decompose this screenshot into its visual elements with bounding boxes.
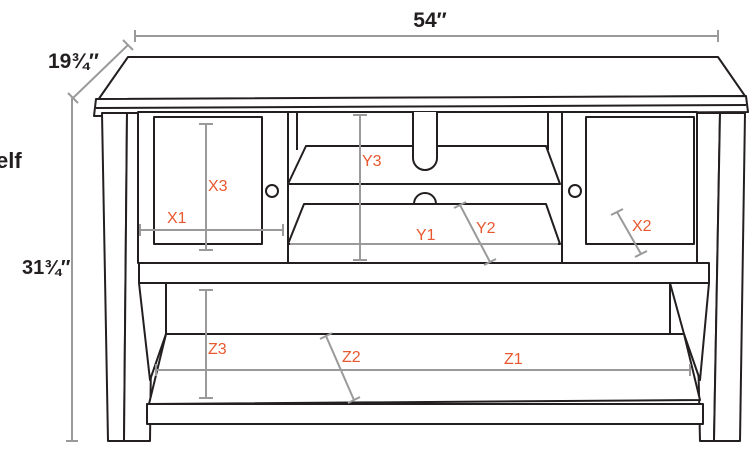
cable-port-upper [412, 112, 438, 171]
middle-rail [138, 262, 710, 284]
z2-tick-top [319, 332, 333, 340]
x3-label: X3 [208, 178, 228, 195]
measurement-lines [139, 114, 691, 404]
depth-dimension-line [72, 44, 129, 99]
y3-label: Y3 [362, 153, 382, 170]
left-leg-front [101, 112, 128, 442]
depth-label: 19¾″ [48, 50, 99, 73]
x1-label: X1 [167, 210, 187, 227]
y2-tick-bottom [483, 258, 497, 266]
y1-label: Y1 [416, 227, 436, 244]
y2-label: Y2 [476, 220, 496, 237]
y2-line [459, 204, 491, 263]
z2-label: Z2 [342, 349, 361, 366]
tabletop-edge-lower [95, 104, 747, 109]
z3-label: Z3 [208, 341, 227, 358]
tv-stand-outline [93, 56, 749, 442]
z2-tick-bottom [347, 396, 361, 404]
left-door-knob [265, 184, 279, 198]
height-label: 31¾″ [22, 257, 71, 279]
width-label: 54″ [413, 9, 446, 32]
lower-glass-shelf [287, 203, 561, 245]
x2-line [616, 211, 642, 255]
x2-label: X2 [632, 218, 652, 235]
overall-dimension-lines [66, 30, 719, 442]
left-door-glass [153, 116, 263, 245]
z2-line [325, 335, 355, 401]
right-leg-front [713, 112, 746, 442]
x2-tick-bottom [634, 250, 648, 258]
lower-bay-side-right [669, 282, 710, 381]
x2-tick-top [610, 208, 624, 216]
right-door-knob [568, 184, 582, 198]
right-door-glass [585, 116, 695, 245]
cropped-side-label: elf [0, 148, 22, 173]
z1-label: Z1 [504, 351, 523, 368]
depth-tick-top [122, 39, 134, 51]
tabletop-surface [97, 56, 746, 101]
bottom-shelf-front [146, 403, 704, 425]
y2-tick-top [453, 201, 467, 209]
cable-port-lower [413, 192, 437, 205]
